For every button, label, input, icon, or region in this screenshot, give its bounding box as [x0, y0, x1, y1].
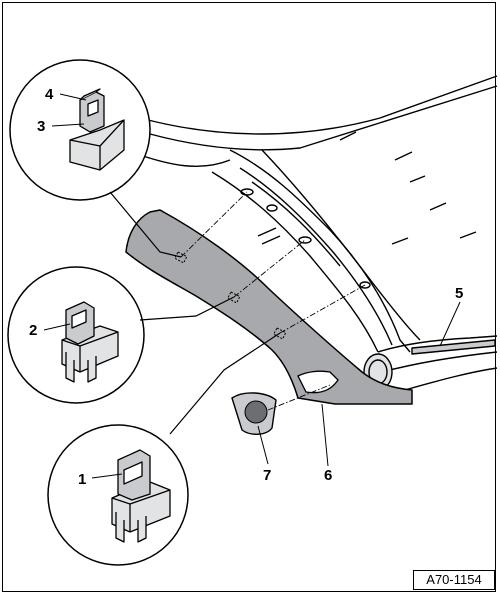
callout-5: 5 — [455, 285, 463, 302]
pillar-flange-1 — [239, 167, 393, 346]
leader-4 — [59, 93, 87, 101]
detail-leaders — [109, 191, 281, 435]
callout-3: 3 — [37, 118, 45, 135]
detail-circles — [7, 59, 189, 566]
leader-3 — [51, 123, 85, 127]
leader-7 — [257, 425, 269, 465]
dashboard-lower — [404, 367, 498, 391]
a-pillar-outer — [229, 149, 411, 353]
callout-6: 6 — [324, 467, 332, 484]
figure-reference: A70-1154 — [413, 570, 495, 590]
pillar-slot-4 — [359, 281, 371, 289]
callout-7: 7 — [263, 467, 271, 484]
glass-mark-3 — [409, 175, 426, 183]
dashboard-front — [381, 351, 498, 373]
headliner-curve — [139, 154, 231, 168]
pillar-slot-2 — [266, 204, 278, 212]
roof-edge — [147, 75, 498, 135]
leader-1 — [91, 473, 123, 479]
leader-2 — [43, 323, 71, 331]
callout-2: 2 — [29, 322, 37, 339]
glass-mark-4 — [429, 202, 447, 211]
dashboard-top — [377, 335, 498, 353]
glass-mark-1 — [339, 131, 357, 141]
detail-circle-top — [9, 59, 151, 201]
pillar-slot-3 — [298, 236, 312, 244]
dash-seal-strip — [411, 339, 496, 355]
leader-6 — [321, 403, 329, 467]
a-pillar-inner — [211, 171, 379, 353]
glass-mark-2 — [394, 151, 413, 161]
windscreen-edge — [261, 149, 421, 341]
leader-5 — [439, 301, 461, 347]
alignment-lines — [180, 191, 366, 411]
a-pillar-trim-panel — [125, 209, 413, 405]
roof-edge-inner — [149, 85, 498, 151]
speaker-grille — [244, 400, 268, 424]
pillar-slot-1 — [240, 188, 254, 196]
glass-mark-6 — [261, 235, 281, 245]
callout-1: 1 — [78, 471, 86, 488]
figure-frame — [2, 2, 496, 592]
glass-mark-7 — [391, 237, 409, 245]
clip-detail-middle — [61, 301, 119, 383]
clip-detail-top — [69, 88, 125, 171]
clip-detail-bottom — [111, 449, 171, 543]
glass-mark-8 — [459, 231, 477, 239]
vehicle-body — [139, 75, 498, 391]
speaker-cover — [231, 392, 277, 435]
pillar-flange-2 — [251, 181, 341, 267]
callout-4: 4 — [45, 86, 54, 103]
callout-leaders — [43, 93, 461, 479]
glass-mark-5 — [257, 227, 277, 237]
